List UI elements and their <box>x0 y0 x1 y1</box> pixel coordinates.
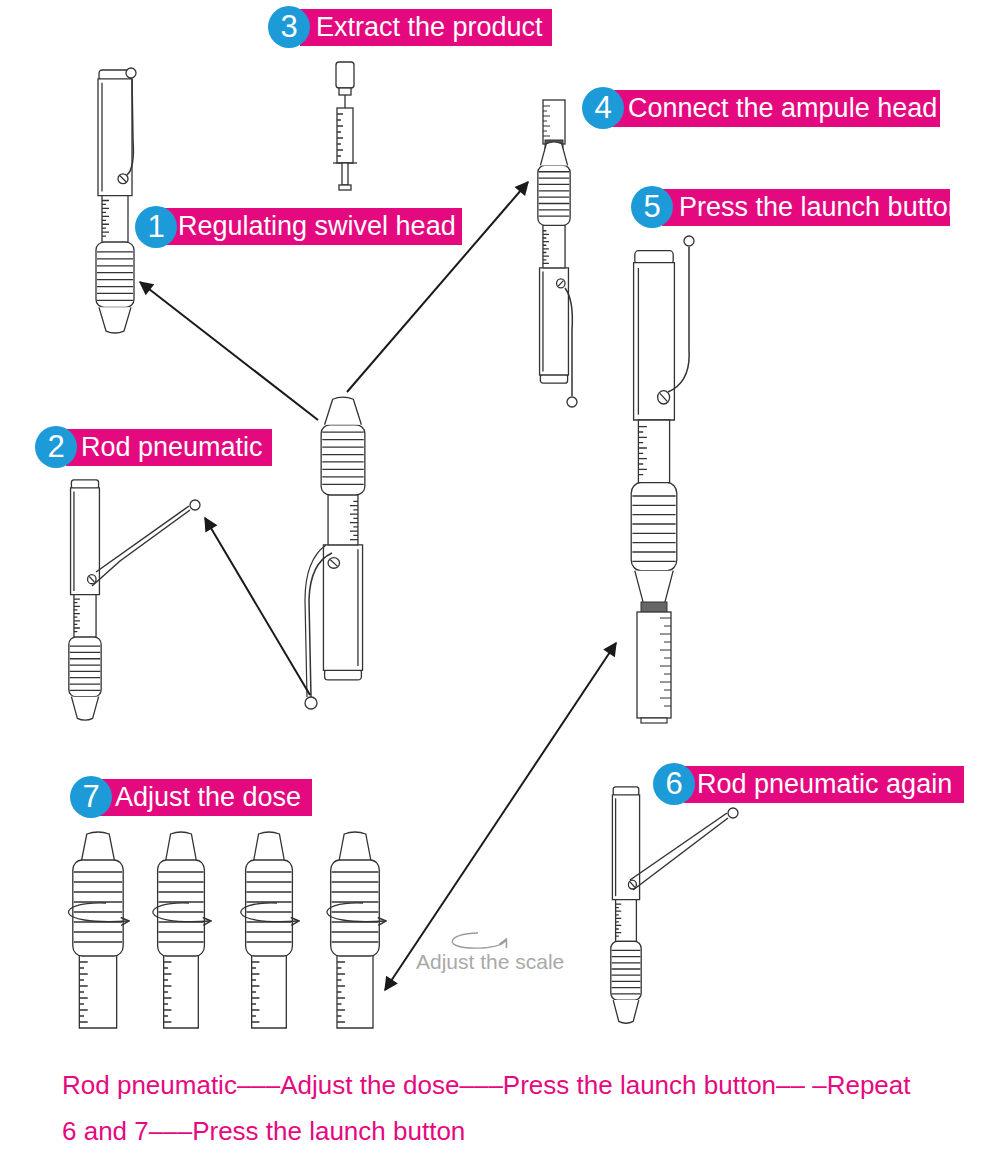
step-arrows <box>140 182 616 990</box>
step-number: 4 <box>582 87 624 129</box>
dose-grips-part <box>452 933 506 948</box>
center-device-part <box>305 697 317 709</box>
pen-ampule-connected-part <box>543 100 565 144</box>
pen-ampule-connected-part <box>567 397 577 407</box>
syringe-vial-part <box>337 108 353 163</box>
scale-note: Adjust the scale <box>416 950 564 974</box>
step-label: Press the launch button <box>679 189 950 226</box>
pen-launch-part <box>660 618 671 706</box>
pen-launch-part <box>684 236 694 246</box>
step-label-band: Rod pneumatic again6 <box>684 766 964 803</box>
center-device-part-part <box>321 397 365 680</box>
pen-rod-pneumatic-again <box>611 787 738 1023</box>
syringe-vial <box>333 62 357 190</box>
dose-grips-part <box>158 832 205 1028</box>
dose-grips-part <box>241 903 298 922</box>
dose-grips-part <box>68 903 128 922</box>
step-number: 7 <box>70 776 112 818</box>
procedure-caption: Rod pneumatic–––Adjust the dose–––Press … <box>62 1062 915 1154</box>
syringe-vial-part <box>336 62 354 88</box>
syringe-vial-part <box>337 114 343 156</box>
step-label: Rod pneumatic again <box>697 766 964 803</box>
step-label-band: Extract the product3 <box>300 9 552 46</box>
pen-rod-pneumatic-again-part <box>630 813 727 880</box>
pen-rod-pneumatic-part <box>69 480 101 720</box>
syringe-vial-part <box>339 185 351 190</box>
step-number-circle: 5 <box>631 186 673 228</box>
pen-rod-pneumatic-again-part <box>728 808 738 818</box>
center-device-part <box>321 397 365 680</box>
pen-rod-pneumatic <box>69 480 200 720</box>
step-label-band: Rod pneumatic2 <box>66 429 272 466</box>
step-number: 2 <box>35 426 77 468</box>
dose-grips <box>68 832 506 1028</box>
pen-launch-part <box>668 247 689 392</box>
step-label-band: Press the launch button5 <box>662 189 950 226</box>
pen-rod-pneumatic-again-part <box>611 787 641 1023</box>
step-arrows-part <box>140 282 318 420</box>
dose-grips-part <box>73 832 123 1028</box>
pen-rod-pneumatic-again-part <box>633 818 728 890</box>
dose-grips-part <box>331 832 380 1028</box>
syringe-vial-part <box>344 95 345 108</box>
step-number: 3 <box>268 6 310 48</box>
step-arrows-part <box>385 643 616 990</box>
dose-grips-part <box>153 903 210 922</box>
step-label-band: Connect the ampule head4 <box>612 90 940 127</box>
center-device-part <box>309 553 332 697</box>
step-number-circle: 4 <box>582 87 624 129</box>
pen-launch-part <box>637 612 671 718</box>
step-number-circle: 7 <box>70 776 112 818</box>
step-label: Regulating swivel head <box>178 208 462 245</box>
pen-regulating-part <box>127 79 133 175</box>
pen-ampule-connected-part <box>543 106 550 136</box>
step-number-circle: 1 <box>135 206 177 248</box>
step-number: 6 <box>653 763 695 805</box>
pen-ampule-connected-part <box>565 288 572 396</box>
step-number-circle: 3 <box>268 6 310 48</box>
center-device <box>305 397 365 709</box>
center-device-part <box>305 545 326 697</box>
pen-rod-pneumatic-part <box>92 510 190 586</box>
pen-ampule-connected <box>538 100 577 407</box>
step-number: 5 <box>631 186 673 228</box>
pen-launch <box>631 236 694 723</box>
step-label-band: Adjust the dose7 <box>100 779 312 816</box>
pen-rod-pneumatic-part <box>190 500 200 510</box>
pen-ampule-connected-part <box>538 142 570 383</box>
step-label-band: Regulating swivel head1 <box>165 208 462 245</box>
pen-launch-part <box>641 718 667 723</box>
step-arrows-part <box>205 518 310 695</box>
dose-grips-part <box>327 903 385 922</box>
pen-launch-part <box>631 251 677 606</box>
step-label: Adjust the dose <box>115 779 312 816</box>
pen-rod-pneumatic-part <box>96 506 189 572</box>
pen-regulating <box>96 68 136 333</box>
syringe-vial-part <box>342 163 348 185</box>
pen-regulating-part <box>126 68 136 78</box>
pen-ampule-connected-part-part <box>538 142 570 383</box>
step-number: 1 <box>135 206 177 248</box>
pen-regulating-part <box>96 70 134 333</box>
step-label: Rod pneumatic <box>81 429 272 466</box>
step-label: Extract the product <box>316 9 552 46</box>
step-label: Connect the ampule head <box>628 90 940 127</box>
dose-grips-part <box>246 832 293 1028</box>
step-number-circle: 2 <box>35 426 77 468</box>
step-number-circle: 6 <box>653 763 695 805</box>
syringe-vial-part <box>339 88 351 95</box>
